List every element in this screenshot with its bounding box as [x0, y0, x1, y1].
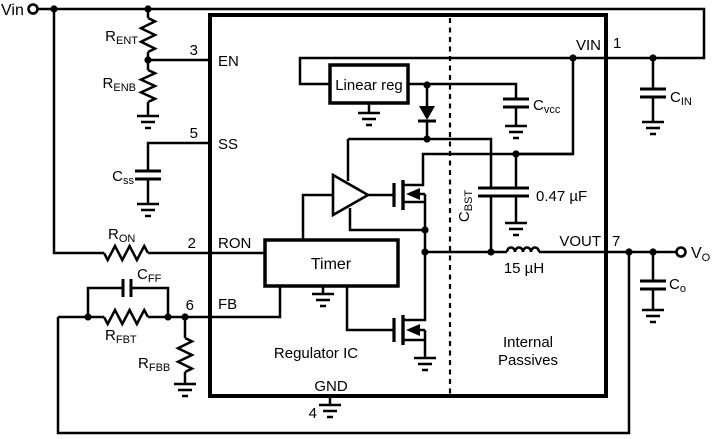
pin-vin-label: VIN: [576, 37, 601, 54]
regulator-ic-label: Regulator IC: [274, 345, 358, 362]
inductor-15uh: [505, 246, 541, 253]
vout-terminal[interactable]: [675, 246, 687, 258]
pin-fb-number: 6: [186, 297, 194, 314]
co-label: Co: [669, 276, 686, 295]
ground-icon: [135, 114, 161, 130]
ground-symbols: [135, 111, 666, 419]
rfbt-label: RFBT: [105, 327, 137, 346]
wire-ss-pin: [146, 141, 210, 203]
inductor-value: 15 µH: [504, 260, 544, 277]
css-label: Css: [112, 168, 134, 187]
wire-feedback-loop: [56, 252, 631, 435]
ground-icon: [640, 308, 666, 324]
pin-vout-label: VOUT: [559, 233, 601, 250]
wire-hs-drain-rail: [403, 152, 573, 187]
resistor-ron: [102, 243, 150, 263]
capacitor-co: [640, 279, 666, 291]
lowside-mosfet-icon: [392, 315, 420, 345]
cbst-label: CBST: [456, 190, 475, 223]
cvcc-label: Cvcc: [533, 97, 561, 116]
rent-label: RENT: [105, 28, 138, 47]
ground-icon: [310, 292, 336, 308]
cin-label: CIN: [670, 89, 692, 108]
boot-cap-value: 0.47 µF: [536, 188, 587, 205]
wire-timer-to-driver: [301, 193, 333, 240]
pin-en-number: 3: [190, 42, 198, 59]
pin-vout-number: 7: [612, 233, 620, 250]
pin-ss-label: SS: [218, 136, 238, 153]
capacitor-cin: [640, 87, 666, 99]
ic-boundary: [208, 13, 608, 398]
pin-fb-label: FB: [218, 296, 237, 313]
pin-ss-number: 5: [190, 125, 198, 142]
pin-ron-label: RON: [218, 235, 251, 252]
wire-ls-source: [403, 328, 427, 357]
cff-label: CFF: [137, 266, 162, 285]
diode-boot: [418, 106, 436, 123]
ground-icon: [412, 356, 438, 372]
wire-ls-drain: [403, 252, 427, 322]
ron-label: RON: [108, 226, 135, 245]
highside-mosfet-icon: [392, 180, 420, 210]
pin-gnd-number: 4: [309, 405, 317, 422]
ground-icon: [356, 111, 382, 127]
capacitor-css: [135, 169, 161, 181]
wire-cff-loop: [86, 286, 170, 317]
junction-dots: [50, 5, 657, 321]
pin-en-label: EN: [218, 53, 239, 70]
internal-passives-label-2: Passives: [498, 352, 558, 369]
capacitor-cvcc: [503, 97, 529, 109]
pin-ron-number: 2: [188, 235, 196, 252]
capacitor-cff: [121, 279, 133, 297]
wire-timer-to-lowgate: [345, 286, 394, 332]
wire-vcc-rail: [408, 82, 518, 125]
ground-icon: [503, 221, 529, 237]
resistor-rfbb: [175, 336, 195, 374]
gate-driver-icon: [331, 172, 371, 218]
wire-fb-to-timer: [210, 286, 282, 319]
wire-hs-source: [348, 192, 427, 252]
ground-icon: [135, 202, 161, 218]
vout-terminal-label: VO: [691, 245, 711, 264]
wires: [37, 7, 706, 435]
capacitor-cbst: [478, 186, 504, 198]
wire-vin-to-ron: [52, 9, 104, 255]
vin-terminal-label: Vin: [1, 2, 24, 19]
vin-terminal[interactable]: [27, 3, 39, 15]
labels: Vin VO RENT RENB Css RON CFF RFBT RFBB C…: [1, 2, 711, 422]
capacitor-boot: [503, 186, 529, 198]
resistor-rent: [138, 16, 158, 54]
pin-vin-number: 1: [613, 35, 621, 52]
ground-icon: [172, 382, 198, 398]
wire-boot-rail: [346, 137, 493, 252]
internal-passives-label-1: Internal: [503, 334, 553, 351]
pin-gnd-label: GND: [314, 378, 348, 395]
rfbb-label: RFBB: [138, 355, 170, 374]
timer-block: [263, 238, 400, 288]
linear-reg-block: [328, 63, 410, 105]
resistor-renb: [137, 68, 159, 104]
wire-linreg-input: [298, 56, 606, 86]
ground-icon: [503, 124, 529, 140]
renb-label: RENB: [103, 75, 136, 94]
resistor-rfbt: [102, 307, 150, 327]
linear-reg-label: Linear reg: [335, 77, 403, 94]
timer-label: Timer: [311, 256, 352, 273]
ground-icon: [640, 120, 666, 136]
ground-icon: [317, 403, 343, 419]
